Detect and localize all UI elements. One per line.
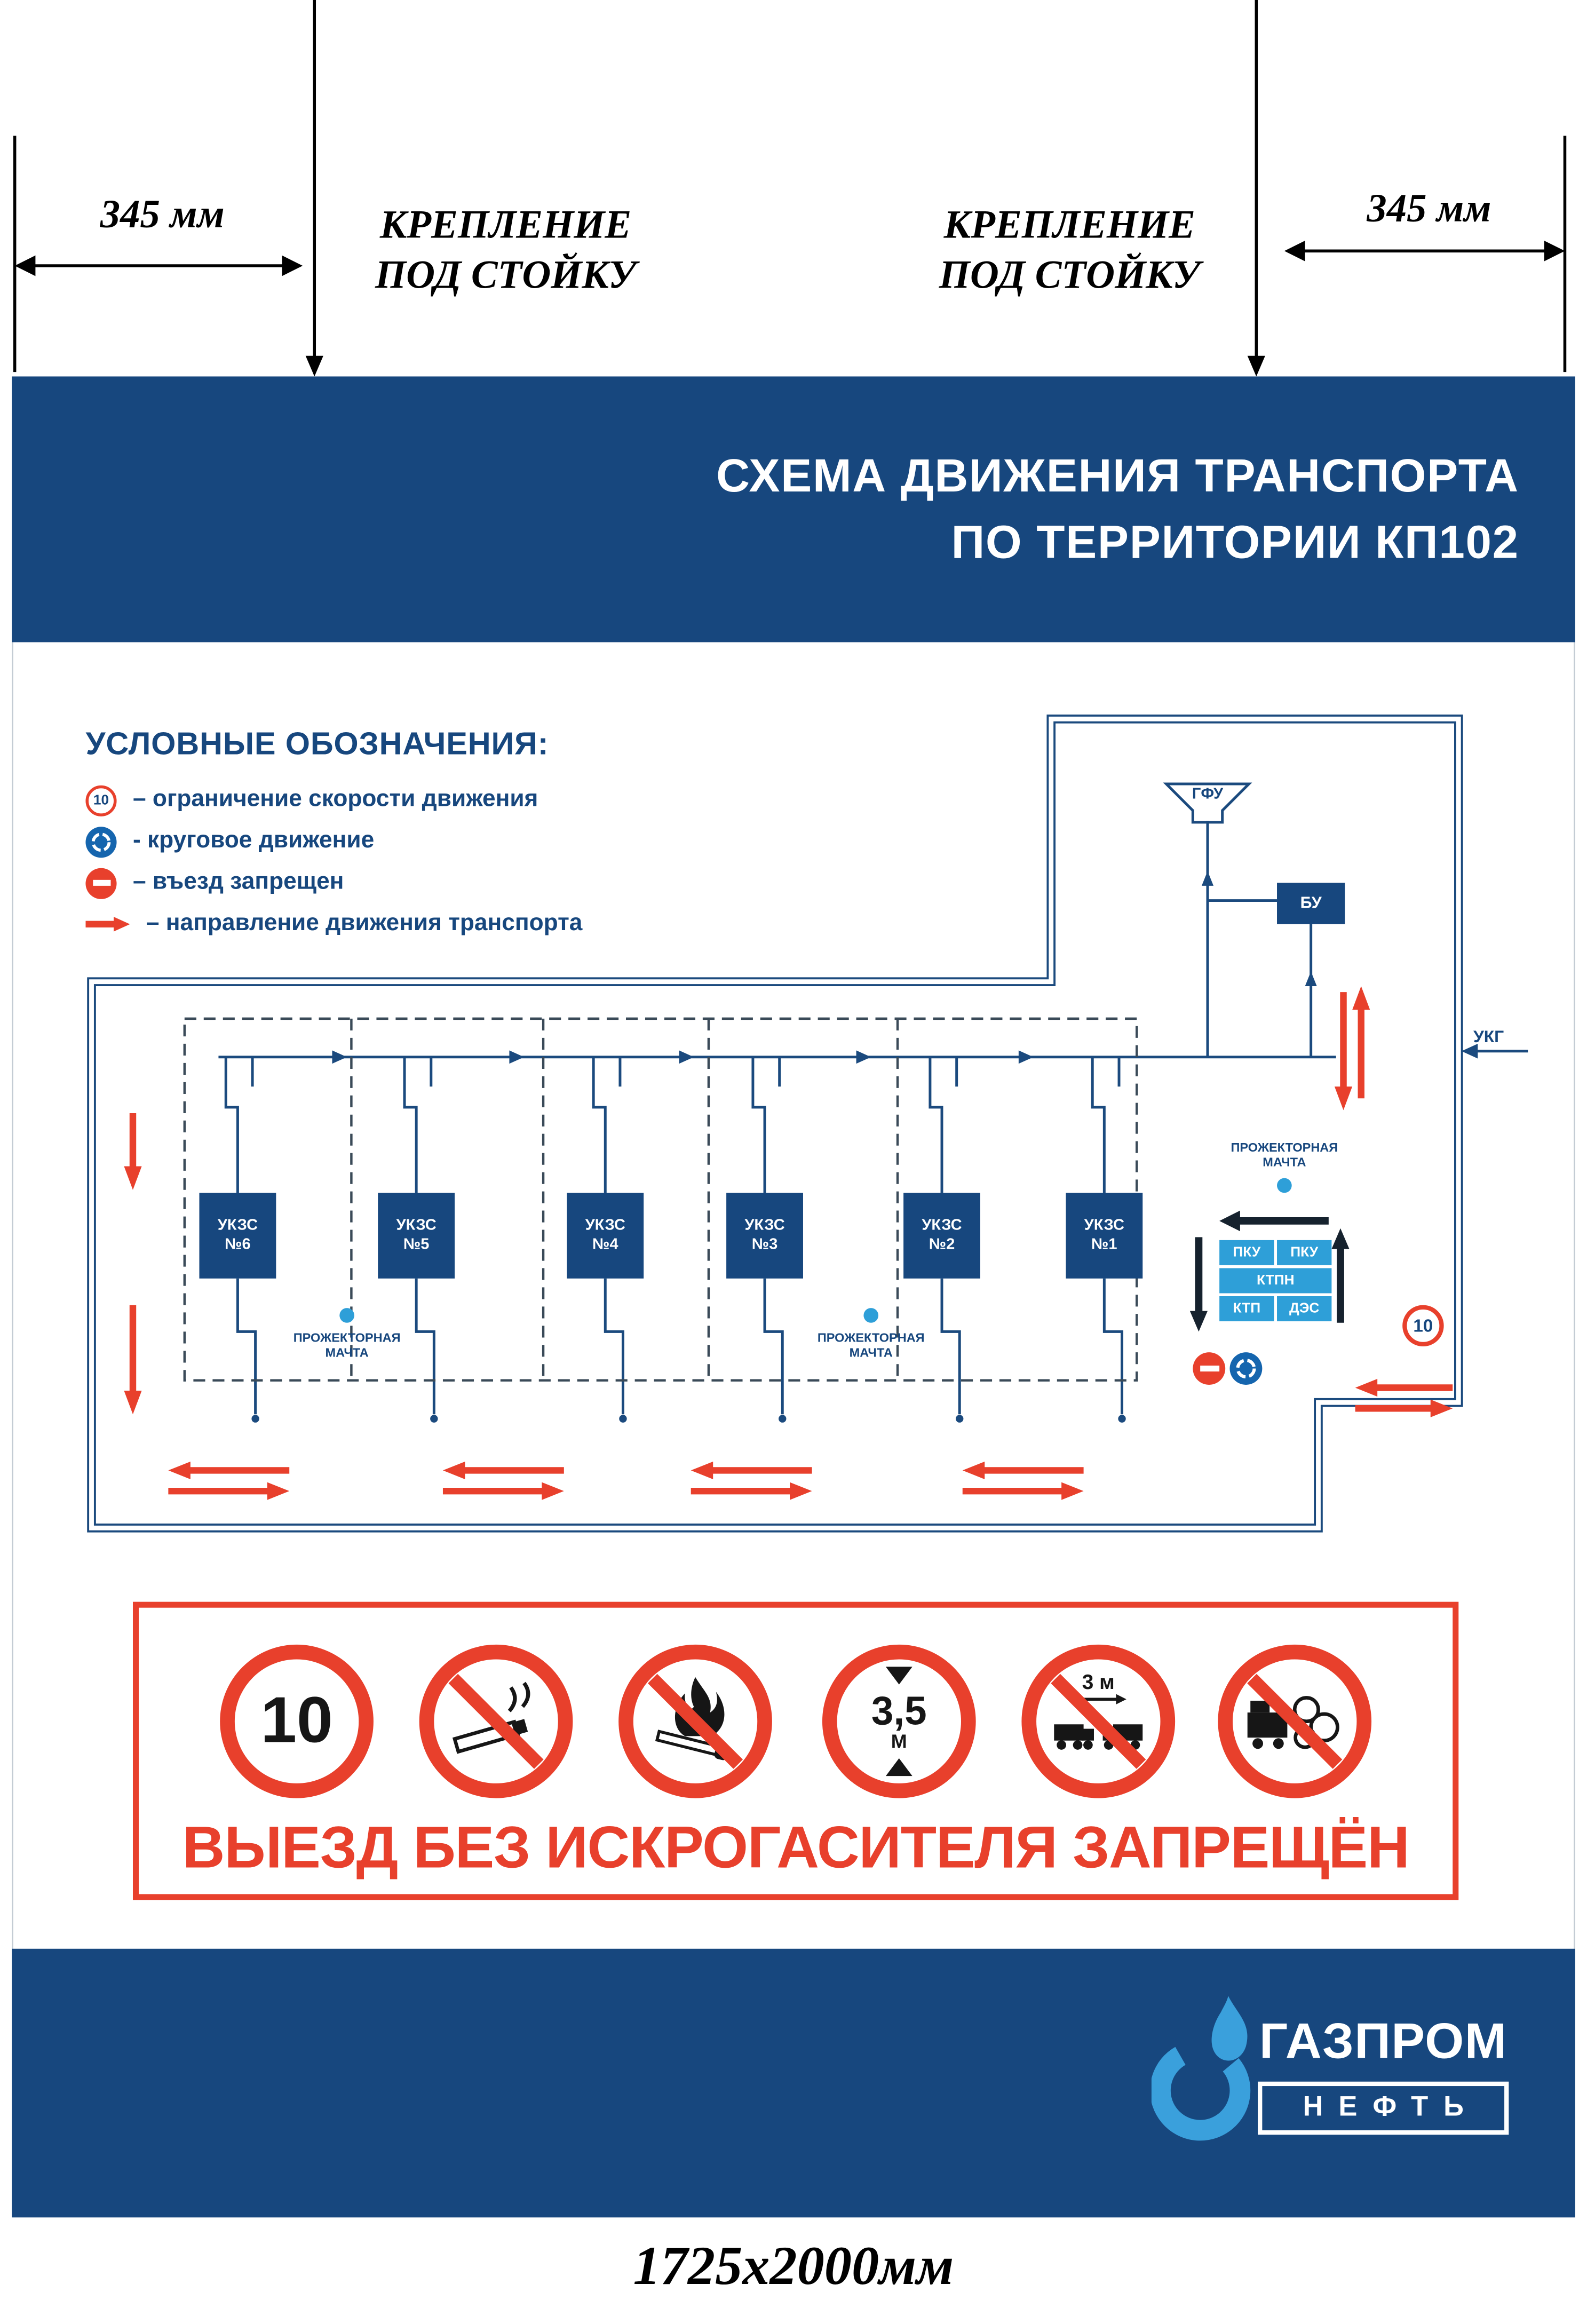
legend: УСЛОВНЫЕ ОБОЗНАЧЕНИЯ: 10 – ограничение с…	[85, 726, 582, 948]
mount-label-right: КРЕПЛЕНИЕ ПОД СТОЙКУ	[903, 201, 1235, 300]
pku-box-right: ПКУ	[1277, 1240, 1332, 1265]
ktp-box: КТП	[1219, 1296, 1274, 1322]
cluster-circulation-arrows	[1189, 1210, 1350, 1332]
floodlight-line2: МАЧТА	[849, 1345, 893, 1360]
height-number: 3,5	[871, 1688, 927, 1733]
ukzs-number: №1	[1091, 1235, 1117, 1254]
floodlight-mast-label-mid: ПРОЖЕКТОРНАЯ МАЧТА	[790, 1330, 952, 1360]
bu-box: БУ	[1277, 883, 1345, 924]
no-sparks-icon	[1247, 1673, 1343, 1769]
no-entry-sign	[1193, 1352, 1226, 1385]
no-smoking-icon	[448, 1673, 544, 1769]
roundabout-sign	[1229, 1352, 1263, 1385]
legend-item-label: - круговое движение	[132, 828, 375, 854]
legend-item-label: – въезд запрещен	[132, 869, 344, 895]
dimension-arrows	[13, 0, 1567, 377]
floodlight-mast-label-right: ПРОЖЕКТОРНАЯ МАЧТА	[1203, 1140, 1366, 1169]
roundabout-icon	[85, 826, 117, 857]
dimension-label-right: 345 мм	[1367, 186, 1491, 231]
sign-speed-limit-10: 10	[220, 1644, 374, 1798]
mount-label-left-line2: ПОД СТОЙКУ	[375, 252, 637, 297]
height-limit-value: 3,5 М	[871, 1688, 927, 1752]
sign-no-open-fire	[618, 1644, 772, 1798]
sign-distance-limit: 3 м	[1021, 1644, 1176, 1798]
traffic-direction-arrows	[124, 986, 1453, 1500]
ukzs-label: УКЗС	[585, 1216, 625, 1234]
pku-box-left: ПКУ	[1219, 1240, 1274, 1265]
height-unit: М	[891, 1730, 907, 1752]
ukzs-label: УКЗС	[922, 1216, 962, 1234]
ukzs-label: УКЗС	[217, 1216, 258, 1234]
legend-item-roundabout: - круговое движение	[85, 824, 582, 859]
ukzs-number: №2	[929, 1235, 955, 1254]
header-band: СХЕМА ДВИЖЕНИЯ ТРАНСПОРТА ПО ТЕРРИТОРИИ …	[12, 376, 1575, 643]
floodlight-line1: ПРОЖЕКТОРНАЯ	[817, 1330, 925, 1345]
des-box: ДЭС	[1277, 1296, 1332, 1322]
ukzs-number: №4	[592, 1235, 618, 1254]
page-title-line2: ПО ТЕРРИТОРИИ КП102	[951, 514, 1519, 568]
sign-height-limit: 3,5 М	[822, 1644, 976, 1798]
legend-item-direction: – направление движения транспорта	[85, 907, 582, 942]
gfu-label: ГФУ	[1192, 785, 1224, 803]
ukzs-label: УКЗС	[396, 1216, 437, 1234]
mount-label-left-line1: КРЕПЛЕНИЕ	[379, 202, 632, 247]
service-roads	[218, 782, 1528, 1415]
panel-caption: ВЫЕЗД БЕЗ ИСКРОГАСИТЕЛЯ ЗАПРЕЩЁН	[182, 1815, 1410, 1881]
legend-item-speed-limit: 10 – ограничение скорости движения	[85, 782, 582, 818]
overall-size-label: 1725х2000мм	[633, 2236, 954, 2297]
distance-value: 3 м	[1082, 1671, 1115, 1694]
speed-limit-sign: 10	[1402, 1305, 1444, 1347]
mount-label-right-line2: ПОД СТОЙКУ	[939, 252, 1200, 297]
brand-subname-box: НЕФТЬ	[1258, 2081, 1509, 2135]
perimeter-road	[87, 714, 1463, 1533]
ukzs-number: №3	[751, 1235, 778, 1254]
legend-title: УСЛОВНЫЕ ОБОЗНАЧЕНИЯ:	[85, 726, 549, 762]
ktpn-box: КТПН	[1219, 1268, 1332, 1294]
distance-limit-icon: 3 м	[1051, 1671, 1146, 1769]
direction-arrow-icon	[85, 915, 130, 933]
brand-name: ГАЗПРОМ	[1259, 2013, 1507, 2070]
ukzs-label: УКЗС	[744, 1216, 785, 1234]
speed-limit-10-icon: 10	[85, 784, 117, 816]
ukzs-number: №5	[403, 1235, 430, 1254]
legend-item-no-entry: – въезд запрещен	[85, 865, 582, 900]
page-title-line1: СХЕМА ДВИЖЕНИЯ ТРАНСПОРТА	[716, 449, 1519, 502]
floodlight-line2: МАЧТА	[1263, 1154, 1306, 1170]
legend-item-label: – направление движения транспорта	[146, 910, 583, 936]
no-open-fire-icon	[647, 1673, 743, 1769]
road-arrowheads	[251, 871, 1478, 1423]
ukzs-number: №6	[225, 1235, 251, 1254]
no-entry-icon	[85, 867, 117, 899]
floodlight-line1: ПРОЖЕКТОРНАЯ	[1231, 1139, 1338, 1155]
height-limit-arrows	[885, 1667, 912, 1776]
no-entry-bar	[1199, 1366, 1219, 1372]
dimension-label-left: 345 мм	[100, 192, 225, 236]
gazprom-flame-icon	[1151, 1996, 1251, 2141]
sign-no-sparks	[1218, 1644, 1372, 1798]
sign-no-smoking	[419, 1644, 573, 1798]
ukzs-label: УКЗС	[1084, 1216, 1124, 1234]
floodlight-line1: ПРОЖЕКТОРНАЯ	[293, 1330, 401, 1345]
gfu-funnel-outline	[1163, 782, 1252, 824]
floodlight-mast-label-left: ПРОЖЕКТОРНАЯ МАЧТА	[266, 1330, 428, 1360]
prohibition-signs-panel: 10	[132, 1601, 1459, 1900]
floodlight-dots	[339, 1178, 1292, 1323]
substation-cluster: ПКУ ПКУ КТПН КТП ДЭС	[1219, 1240, 1332, 1322]
legend-item-label: – ограничение скорости движения	[132, 787, 538, 812]
mount-label-left: КРЕПЛЕНИЕ ПОД СТОЙКУ	[339, 201, 671, 300]
mount-label-right-line1: КРЕПЛЕНИЕ	[943, 202, 1195, 247]
dashed-boundary	[183, 1017, 1138, 1382]
floodlight-line2: МАЧТА	[325, 1345, 369, 1360]
speed-value: 10	[260, 1684, 333, 1757]
ukg-label: УКГ	[1473, 1029, 1504, 1047]
